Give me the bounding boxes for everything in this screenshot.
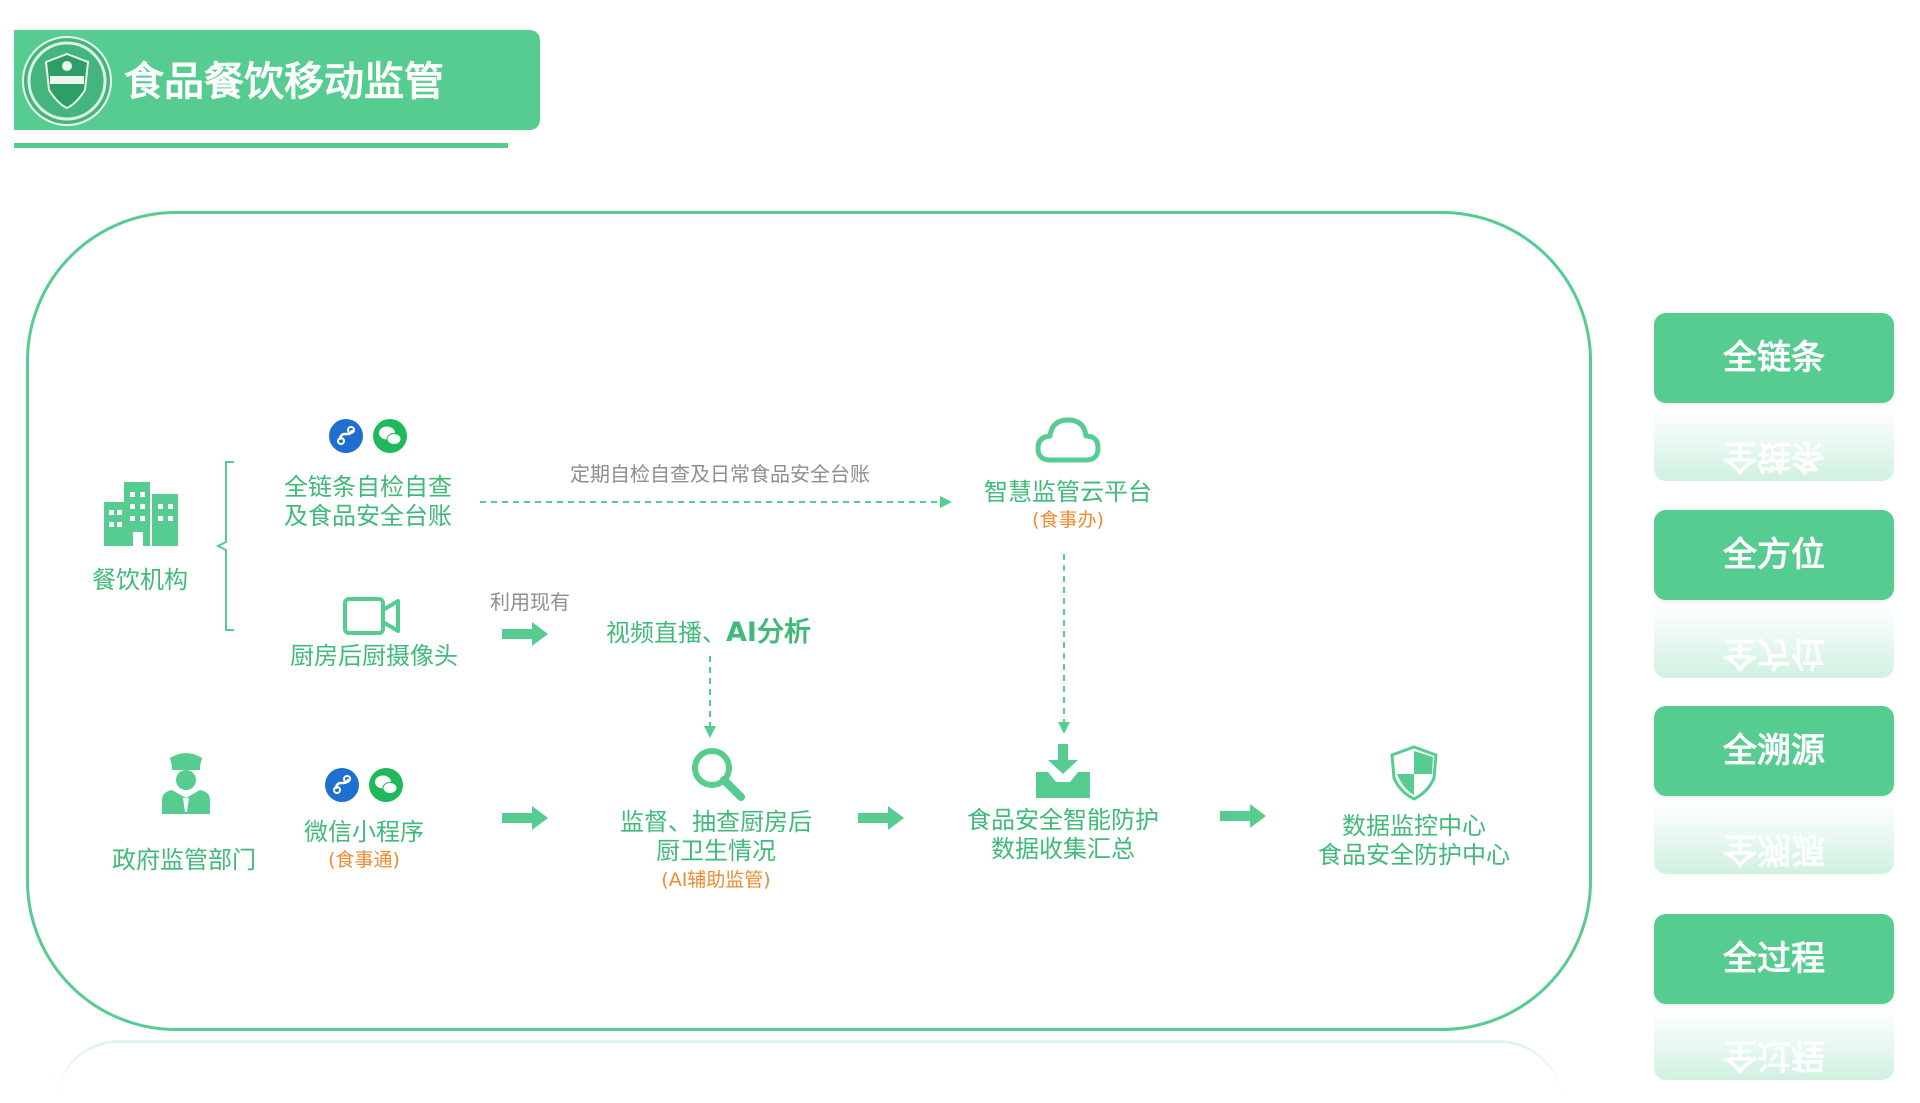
side-button-full-process[interactable]: 全过程 [1654, 914, 1894, 1004]
mini-program-label: 微信小程序 [304, 818, 424, 846]
side-button-reflection: 全过程 [1654, 1010, 1894, 1080]
dashed-arrow-down-cloud [1058, 554, 1070, 734]
food-safety-logo [22, 36, 112, 126]
cloud-icon [1035, 417, 1101, 463]
data-center-line2: 食品安全防护中心 [1318, 841, 1510, 869]
arrow-right-icon [502, 806, 548, 830]
arrow-right-icon [502, 622, 548, 646]
mini-program-icon [329, 419, 363, 453]
page-title: 食品餐饮移动监管 [124, 59, 444, 105]
header-underline [14, 143, 508, 148]
government-label: 政府监管部门 [112, 846, 256, 874]
bracket-divider [215, 461, 234, 631]
arrow-right-icon [1220, 804, 1266, 828]
inspection-line1: 监督、抽查厨房后 [620, 808, 812, 836]
video-label-highlight: AI分析 [726, 617, 811, 648]
magnifier-icon [692, 748, 745, 801]
self-check-arrow-label: 定期自检自查及日常食品安全台账 [570, 462, 870, 486]
police-officer-icon [162, 753, 210, 814]
camera-arrow-label: 利用现有 [490, 590, 570, 614]
side-button-reflection: 全链条 [1654, 409, 1894, 481]
wechat-icon [369, 768, 403, 802]
side-button-all-round[interactable]: 全方位 [1654, 510, 1894, 600]
protection-line2: 数据收集汇总 [991, 835, 1135, 863]
mini-program-icon [325, 768, 359, 802]
protection-line1: 食品安全智能防护 [967, 806, 1159, 834]
cloud-label: 智慧监管云平台 [984, 478, 1152, 506]
inspection-line2: 厨卫生情况 [656, 837, 776, 865]
restaurant-label: 餐饮机构 [92, 566, 188, 594]
self-check-line1: 全链条自检自查 [284, 473, 452, 501]
diagram-frame-reflection [56, 1040, 1562, 1103]
side-button-full-chain[interactable]: 全链条 [1654, 313, 1894, 403]
video-label: 视频直播、AI分析 [606, 618, 836, 648]
side-button-reflection: 全方位 [1654, 606, 1894, 678]
side-button-reflection: 全溯源 [1654, 802, 1894, 874]
diagram-frame [26, 211, 1592, 1031]
shield-icon [1390, 745, 1438, 801]
video-camera-icon [343, 597, 400, 635]
mini-program-note: (食事通) [328, 849, 400, 871]
wechat-icon [373, 419, 407, 453]
inspection-note: (AI辅助监管) [661, 869, 771, 891]
self-check-line2: 及食品安全台账 [284, 502, 452, 530]
data-center-line1: 数据监控中心 [1342, 812, 1486, 840]
arrow-right-icon [858, 806, 904, 830]
video-label-prefix: 视频直播、 [606, 619, 726, 647]
buildings-icon [104, 482, 178, 546]
side-button-full-trace[interactable]: 全溯源 [1654, 706, 1894, 796]
cloud-note: (食事办) [1032, 509, 1104, 531]
download-tray-icon [1036, 744, 1090, 798]
camera-label: 厨房后厨摄像头 [290, 642, 458, 670]
dashed-arrow-down-video [704, 656, 716, 738]
dashed-arrow-right [480, 496, 952, 508]
